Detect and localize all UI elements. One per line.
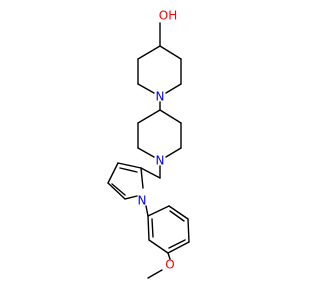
- bond: [107, 162, 119, 184]
- piperidine-nitrogen-label: N: [156, 90, 165, 104]
- bottom-piperidine-ring: [137, 109, 182, 158]
- bond-double-inner: [119, 167, 138, 173]
- bond: [137, 83, 155, 94]
- methoxy-oxygen-label: O: [165, 258, 174, 272]
- bond: [159, 109, 182, 124]
- hydroxyl-label: OH: [159, 9, 177, 23]
- molecule-canvas: OH N N N O: [0, 0, 300, 300]
- pyrrole-nitrogen-label: N: [138, 194, 147, 208]
- bond: [137, 147, 155, 158]
- bond: [147, 205, 170, 217]
- background: [0, 0, 300, 300]
- bond: [187, 218, 190, 243]
- bond-double-inner: [168, 239, 186, 249]
- bond-ch2-pyrrole: [140, 167, 161, 179]
- bond: [168, 205, 189, 220]
- bond: [124, 195, 138, 200]
- bond-n-aryl: [145, 205, 149, 217]
- benzene-ring: [147, 205, 190, 254]
- bond: [167, 241, 190, 254]
- bond-double-inner: [111, 183, 126, 196]
- bond: [148, 239, 169, 254]
- bond: [147, 215, 150, 241]
- structure-diagram: OH N N N O: [0, 0, 300, 300]
- bond: [107, 182, 126, 200]
- bond-double-inner: [169, 210, 185, 222]
- bond: [165, 147, 182, 158]
- bond: [137, 45, 161, 60]
- bond: [140, 167, 144, 189]
- bond-aryl-o: [167, 252, 171, 260]
- bond: [165, 83, 182, 94]
- bond: [137, 109, 161, 124]
- bond: [117, 162, 142, 169]
- bond-o-ch3: [147, 269, 163, 279]
- bond: [159, 45, 182, 60]
- top-piperidine-ring: [137, 22, 182, 94]
- piperidine-nitrogen-label: N: [156, 154, 165, 168]
- bond-double-inner: [151, 218, 154, 238]
- pyrrole-ring: [107, 162, 144, 200]
